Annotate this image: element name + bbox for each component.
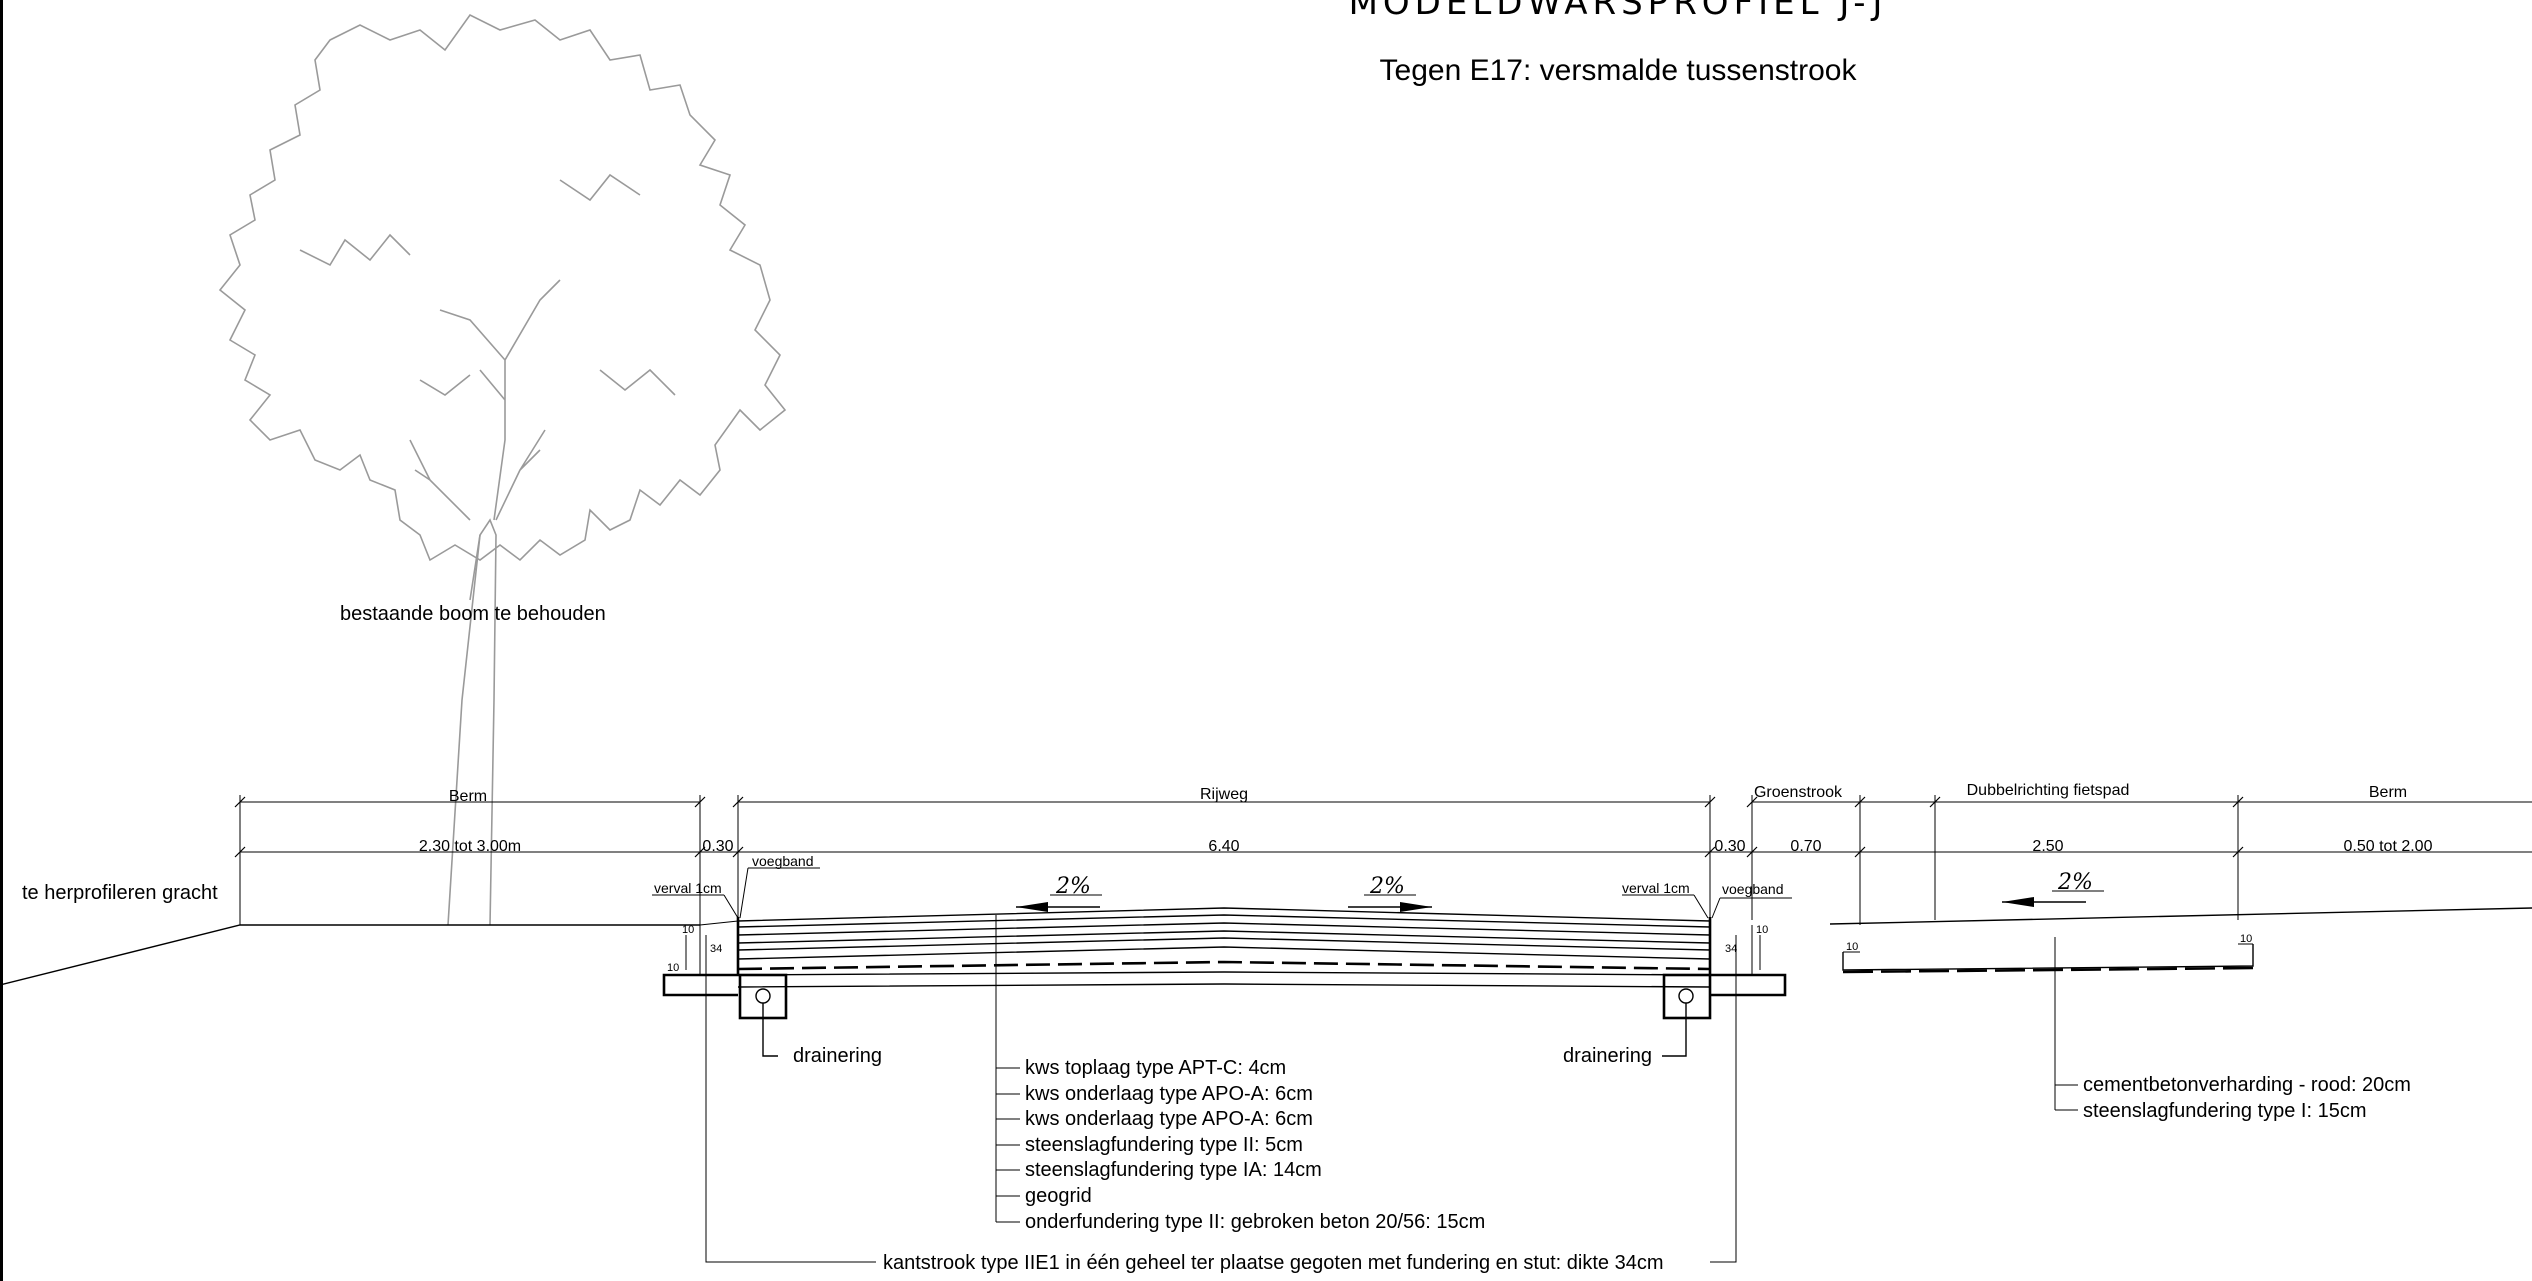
zone-rijweg: Rijweg bbox=[1200, 786, 1248, 803]
dimension-lines bbox=[234, 795, 2532, 925]
kerb-detail-leaders bbox=[652, 867, 1792, 919]
drain-label-right: drainering bbox=[1563, 1045, 1652, 1067]
slope-bike: 2% bbox=[2057, 870, 2093, 895]
dim-strip-right: 0.30 bbox=[1714, 838, 1745, 855]
verval-left: verval 1cm bbox=[654, 880, 722, 896]
bike-layer-2: steenslagfundering type I: 15cm bbox=[2083, 1100, 2367, 1122]
zone-berm-right: Berm bbox=[2369, 784, 2407, 801]
road-layer-6: geogrid bbox=[1025, 1185, 1092, 1207]
dim-berm-right: 0.50 tot 2.00 bbox=[2344, 838, 2433, 855]
bike-path-section bbox=[1842, 943, 2254, 974]
bike-layer-1: cementbetonverharding - rood: 20cm bbox=[2083, 1074, 2411, 1096]
road-layers bbox=[737, 907, 1711, 988]
tree-icon bbox=[218, 13, 787, 926]
dim-berm-left: 2.30 tot 3.00m bbox=[419, 838, 521, 855]
dim-10-bike-left: 10 bbox=[1846, 941, 1858, 953]
dim-10-right-top: 10 bbox=[1756, 924, 1768, 936]
road-layer-5: steenslagfundering type IA: 14cm bbox=[1025, 1159, 1322, 1181]
dim-34-left: 34 bbox=[710, 943, 722, 955]
slope-arrows bbox=[1016, 890, 2104, 912]
road-layer-leaders bbox=[995, 915, 1020, 1223]
ground-line bbox=[0, 907, 2532, 986]
slope-right: 2% bbox=[1369, 874, 1405, 899]
road-layer-4: steenslagfundering type II: 5cm bbox=[1025, 1134, 1303, 1156]
kerb-label: kantstrook type IIE1 in één geheel ter p… bbox=[883, 1252, 1664, 1274]
dim-10-left-bottom: 10 bbox=[667, 962, 679, 974]
kerb-leader bbox=[705, 935, 1737, 1263]
road-layer-1: kws toplaag type APT-C: 4cm bbox=[1025, 1057, 1286, 1079]
dim-fietspad: 2.50 bbox=[2032, 838, 2063, 855]
dim-10-bike-right: 10 bbox=[2240, 933, 2252, 945]
dim-rijweg: 6.40 bbox=[1208, 838, 1239, 855]
zone-groenstrook: Groenstrook bbox=[1754, 784, 1843, 801]
slope-left: 2% bbox=[1055, 874, 1091, 899]
drain-pipe-right-icon bbox=[1662, 988, 1694, 1057]
drain-label-left: drainering bbox=[793, 1045, 882, 1067]
road-layer-3: kws onderlaag type APO-A: 6cm bbox=[1025, 1108, 1313, 1130]
ditch-label: te herprofileren gracht bbox=[22, 882, 218, 904]
voegband-right: voegband bbox=[1722, 881, 1784, 897]
zone-berm-left: Berm bbox=[449, 788, 487, 805]
tree-label: bestaande boom te behouden bbox=[340, 603, 606, 625]
dim-strip-left: 0.30 bbox=[702, 838, 733, 855]
bike-layer-leaders bbox=[2054, 937, 2078, 1111]
verval-right: verval 1cm bbox=[1622, 880, 1690, 896]
dim-34-right: 34 bbox=[1725, 943, 1737, 955]
road-layer-2: kws onderlaag type APO-A: 6cm bbox=[1025, 1083, 1313, 1105]
drain-pipe-left-icon bbox=[755, 988, 778, 1057]
zone-fietspad: Dubbelrichting fietspad bbox=[1967, 782, 2130, 799]
drawing-title: MODELDWARSPROFIEL J-J bbox=[1349, 0, 1888, 23]
dim-groen: 0.70 bbox=[1790, 838, 1821, 855]
dim-10-left-top: 10 bbox=[682, 924, 694, 936]
drawing-subtitle: Tegen E17: versmalde tussenstrook bbox=[1380, 54, 1858, 87]
voegband-left: voegband bbox=[752, 853, 814, 869]
road-layer-7: onderfundering type II: gebroken beton 2… bbox=[1025, 1211, 1485, 1233]
